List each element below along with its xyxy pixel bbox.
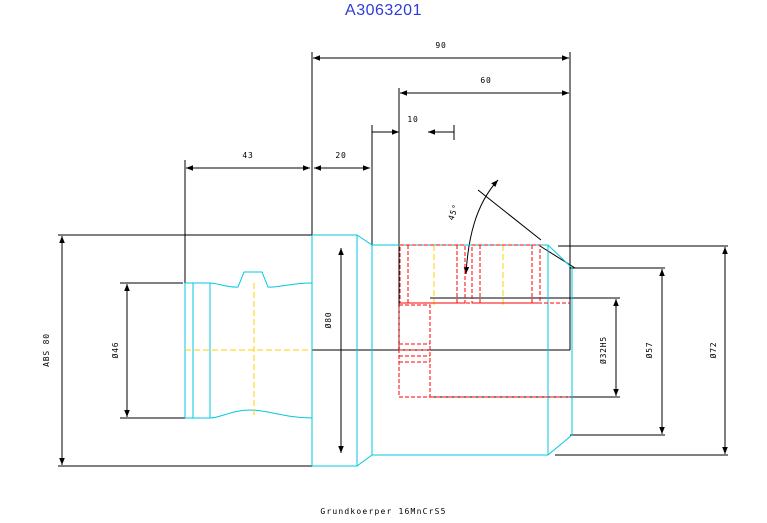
dimension-lines <box>59 55 728 465</box>
dim-dia-46: Ø46 <box>110 342 120 359</box>
center-lines <box>185 245 504 418</box>
dim-43: 43 <box>242 151 253 160</box>
dim-60: 60 <box>480 76 491 85</box>
dim-dia-80: Ø80 <box>323 312 333 329</box>
part-caption: Grundkoerper 16MnCrS5 <box>320 507 447 516</box>
dim-dia-32h5: Ø32H5 <box>598 336 608 364</box>
dim-20: 20 <box>335 151 346 160</box>
dim-90: 90 <box>435 41 446 50</box>
hidden-lines <box>398 244 570 398</box>
drawing-number: A3063201 <box>345 2 422 19</box>
dim-angle: 45° <box>447 203 461 222</box>
dim-dia-57: Ø57 <box>644 342 654 359</box>
reference-lines <box>58 52 728 467</box>
dim-dia-72: Ø72 <box>708 342 718 359</box>
dim-abs-80: ABS 80 <box>42 333 51 367</box>
dim-10: 10 <box>407 115 418 124</box>
